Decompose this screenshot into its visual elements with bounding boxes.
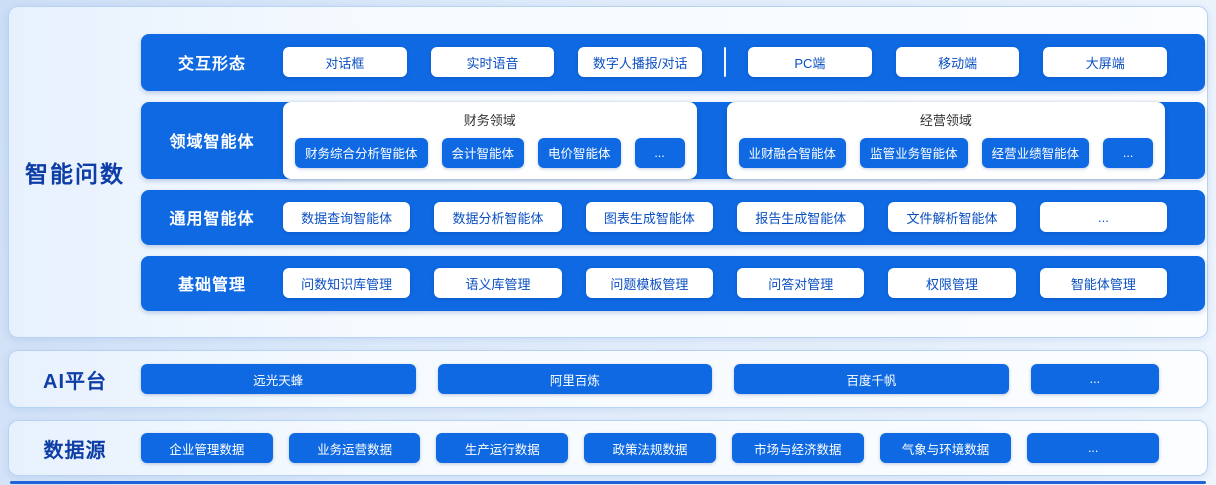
button-data-analysis-agent[interactable]: 数据分析智能体: [434, 202, 562, 232]
button-agent-management[interactable]: 智能体管理: [1039, 268, 1168, 298]
ai-platform-buttons: 远光天蜂 阿里百炼 百度千帆 ...: [141, 364, 1207, 394]
row-label-domain-agents: 领域智能体: [169, 134, 255, 151]
row-domain-agents: 领域智能体 财务领域 财务综合分析智能体 会计智能体 电价智能体 ... 经营领…: [141, 101, 1206, 179]
bottom-accent-bar: [10, 481, 1206, 484]
group-business-domain: 经营领域 业财融合智能体 监管业务智能体 经营业绩智能体 ...: [726, 101, 1166, 179]
button-digital-human-broadcast[interactable]: 数字人播报/对话: [578, 47, 703, 77]
button-data-query-agent[interactable]: 数据查询智能体: [283, 202, 411, 232]
basic-management-buttons: 问数知识库管理 语义库管理 问题模板管理 问答对管理 权限管理 智能体管理: [283, 268, 1205, 298]
business-agent-buttons: 业财融合智能体 监管业务智能体 经营业绩智能体 ...: [738, 137, 1154, 168]
button-business-finance-integration-agent[interactable]: 业财融合智能体: [738, 137, 847, 168]
button-regulatory-business-agent[interactable]: 监管业务智能体: [860, 137, 968, 168]
button-accounting-agent[interactable]: 会计智能体: [441, 137, 525, 168]
row-label-general-agents: 通用智能体: [169, 211, 255, 228]
button-business-performance-agent[interactable]: 经营业绩智能体: [981, 137, 1090, 168]
data-source-buttons: 企业管理数据 业务运营数据 生产运行数据 政策法规数据 市场与经济数据 气象与环…: [141, 433, 1207, 463]
button-more-data-sources[interactable]: ...: [1027, 433, 1160, 463]
group-title-finance: 财务领域: [463, 112, 516, 128]
button-policy-regulation-data[interactable]: 政策法规数据: [584, 433, 716, 463]
button-finance-comprehensive-analysis-agent[interactable]: 财务综合分析智能体: [295, 137, 428, 168]
button-more-general-agents[interactable]: ...: [1039, 202, 1168, 232]
interaction-buttons: 对话框 实时语音 数字人播报/对话 PC端 移动端 大屏端: [283, 47, 1205, 77]
row-label-basic-management: 基础管理: [177, 277, 246, 294]
button-pc-terminal[interactable]: PC端: [748, 47, 872, 77]
button-more-ai-platforms[interactable]: ...: [1030, 364, 1160, 394]
button-weather-environment-data[interactable]: 气象与环境数据: [879, 433, 1012, 463]
vertical-divider: [724, 47, 727, 77]
intelligent-qa-panel: 智能问数 交互形态 对话框 实时语音 数字人播报/对话 PC端 移动端 大屏端 …: [8, 6, 1208, 338]
button-baidu-qianfan[interactable]: 百度千帆: [734, 364, 1009, 394]
button-large-screen-terminal[interactable]: 大屏端: [1043, 47, 1168, 77]
group-finance-domain: 财务领域 财务综合分析智能体 会计智能体 电价智能体 ...: [283, 101, 697, 179]
button-question-template-management[interactable]: 问题模板管理: [585, 268, 714, 298]
button-more-business-agents[interactable]: ...: [1103, 137, 1154, 168]
row-general-agents: 通用智能体 数据查询智能体 数据分析智能体 图表生成智能体 报告生成智能体 文件…: [141, 189, 1206, 245]
button-qa-knowledge-base-management[interactable]: 问数知识库管理: [283, 268, 411, 298]
button-mobile-terminal[interactable]: 移动端: [895, 47, 1020, 77]
row-interaction-forms: 交互形态 对话框 实时语音 数字人播报/对话 PC端 移动端 大屏端: [141, 33, 1206, 91]
section-title-ai-platform: AI平台: [43, 370, 107, 393]
group-title-business: 经营领域: [919, 112, 972, 128]
button-report-generation-agent[interactable]: 报告生成智能体: [737, 202, 865, 232]
row-label-interaction-forms: 交互形态: [177, 56, 246, 73]
section-title-data-sources: 数据源: [43, 439, 107, 462]
button-dialog-box[interactable]: 对话框: [283, 47, 407, 77]
button-enterprise-management-data[interactable]: 企业管理数据: [141, 433, 273, 463]
button-business-operation-data[interactable]: 业务运营数据: [288, 433, 421, 463]
finance-agent-buttons: 财务综合分析智能体 会计智能体 电价智能体 ...: [295, 137, 685, 168]
section-title-intelligent-qa: 智能问数: [25, 161, 125, 187]
domain-groups: 财务领域 财务综合分析智能体 会计智能体 电价智能体 ... 经营领域 业财融合…: [283, 101, 1205, 179]
row-basic-management: 基础管理 问数知识库管理 语义库管理 问题模板管理 问答对管理 权限管理 智能体…: [141, 255, 1206, 311]
button-permission-management[interactable]: 权限管理: [888, 268, 1016, 298]
button-electricity-price-agent[interactable]: 电价智能体: [538, 137, 621, 168]
button-more-finance-agents[interactable]: ...: [634, 137, 685, 168]
button-qa-pair-management[interactable]: 问答对管理: [737, 268, 865, 298]
data-sources-panel: 数据源 企业管理数据 业务运营数据 生产运行数据 政策法规数据 市场与经济数据 …: [8, 420, 1208, 476]
button-realtime-voice[interactable]: 实时语音: [430, 47, 555, 77]
button-semantic-library-management[interactable]: 语义库管理: [434, 268, 562, 298]
general-agent-buttons: 数据查询智能体 数据分析智能体 图表生成智能体 报告生成智能体 文件解析智能体 …: [283, 202, 1205, 232]
button-production-operation-data[interactable]: 生产运行数据: [436, 433, 569, 463]
button-chart-generation-agent[interactable]: 图表生成智能体: [585, 202, 714, 232]
button-market-economic-data[interactable]: 市场与经济数据: [731, 433, 864, 463]
rows-container: 交互形态 对话框 实时语音 数字人播报/对话 PC端 移动端 大屏端 领域智能体…: [141, 33, 1206, 311]
button-yuanguang-tianfeng[interactable]: 远光天蜂: [141, 364, 416, 394]
button-ali-bailian[interactable]: 阿里百炼: [437, 364, 713, 394]
ai-platform-panel: AI平台 远光天蜂 阿里百炼 百度千帆 ...: [8, 350, 1208, 408]
button-file-parsing-agent[interactable]: 文件解析智能体: [888, 202, 1016, 232]
